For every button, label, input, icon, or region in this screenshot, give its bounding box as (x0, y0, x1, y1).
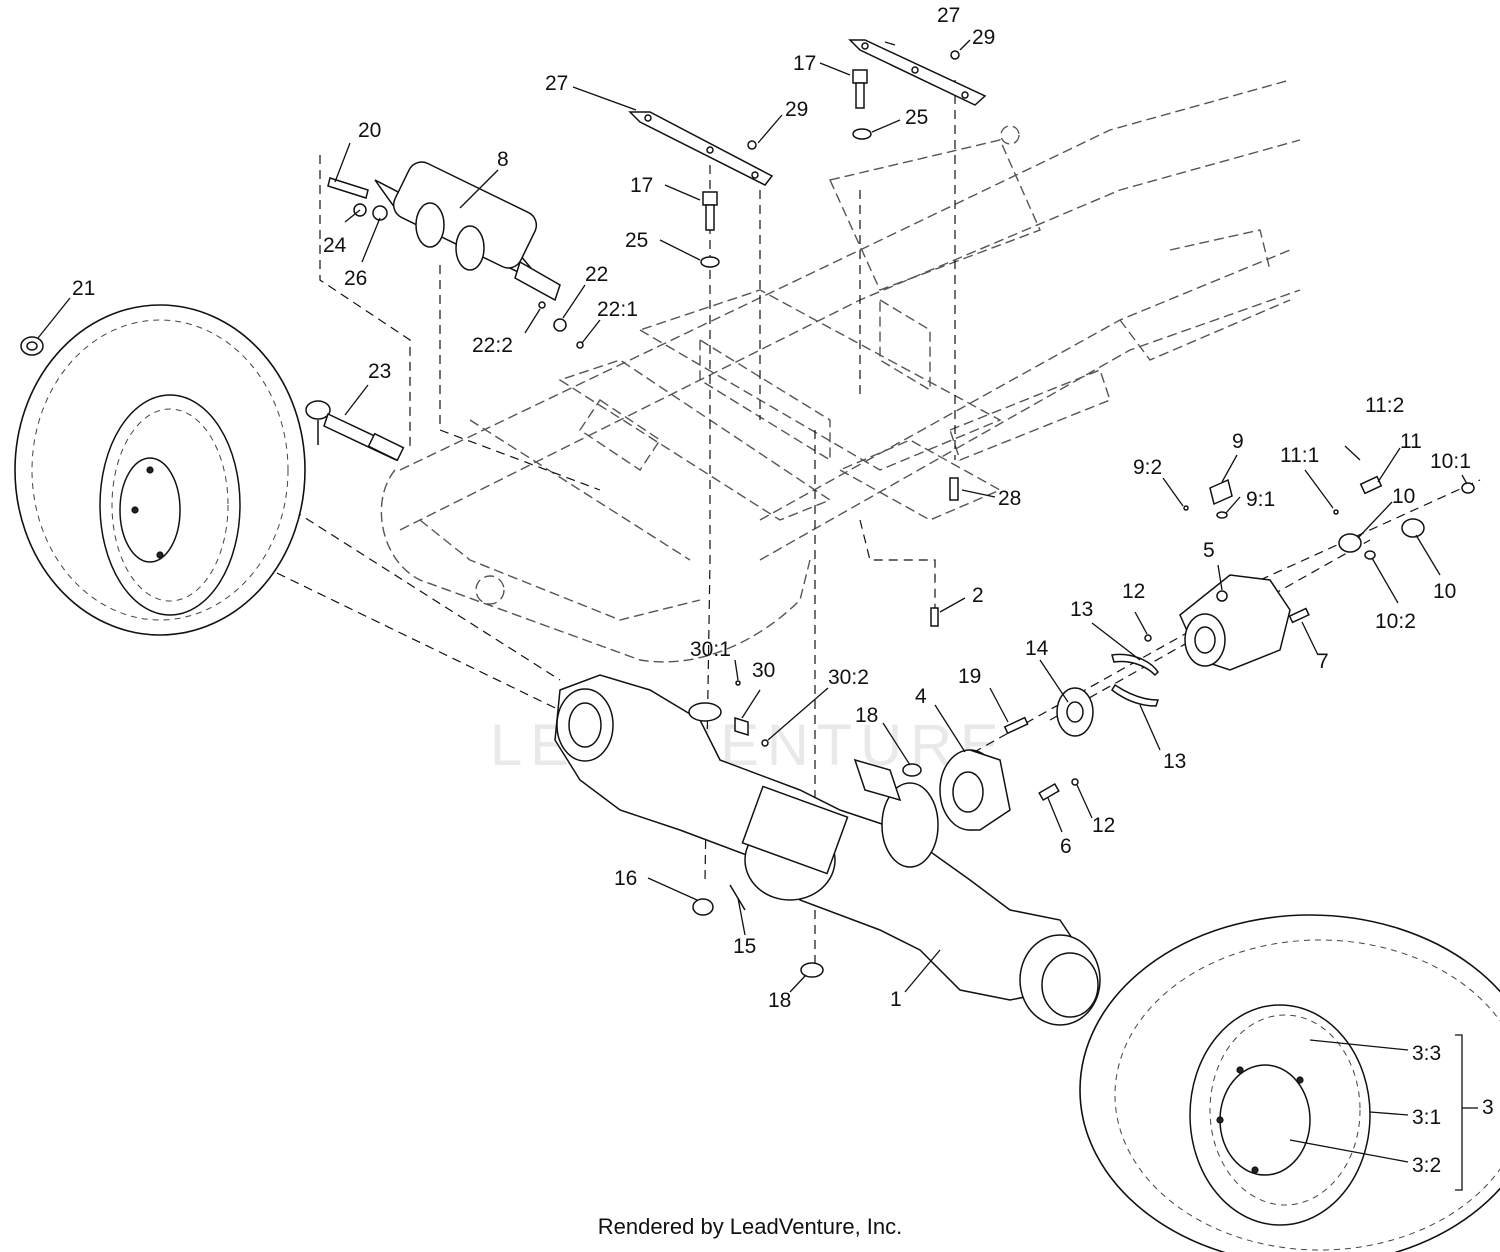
callout-30-1: 30:1 (690, 638, 731, 661)
callout-4: 4 (915, 685, 927, 708)
lug-nut-part (20, 336, 44, 356)
callout-30-2: 30:2 (828, 666, 869, 689)
chassis-frame (380, 79, 1301, 663)
callout-27-right: 27 (937, 4, 960, 27)
callout-1: 1 (890, 988, 902, 1011)
callout-30: 30 (752, 659, 775, 682)
callout-24: 24 (323, 234, 347, 257)
tie-rod-part (305, 400, 405, 462)
callout-10-top: 10 (1392, 485, 1415, 508)
callout-29-right: 29 (972, 26, 995, 49)
callout-8: 8 (497, 148, 509, 171)
steering-cylinder-part (327, 161, 561, 302)
mounting-brackets (628, 39, 987, 186)
callout-23: 23 (368, 360, 391, 383)
grease-fittings-part (538, 301, 584, 349)
callout-11: 11 (1400, 430, 1422, 453)
callout-22-2: 22:2 (472, 334, 513, 357)
callout-3-3: 3:3 (1412, 1042, 1441, 1065)
render-credit: Rendered by LeadVenture, Inc. (597, 1214, 903, 1239)
callout-29-left: 29 (785, 98, 808, 121)
callout-20: 20 (358, 119, 381, 142)
callout-3: 3 (1482, 1096, 1494, 1119)
small-hardware (692, 680, 824, 978)
callout-22: 22 (585, 263, 608, 286)
right-wheel (1079, 914, 1500, 1252)
callout-27-left: 27 (545, 72, 568, 95)
callout-26: 26 (344, 267, 367, 290)
callout-22-1: 22:1 (597, 298, 638, 321)
callout-10-2: 10:2 (1375, 610, 1416, 633)
hydraulic-fittings (1183, 475, 1475, 560)
callout-2: 2 (972, 584, 984, 607)
callout-18-bottom: 18 (768, 989, 791, 1012)
callout-5: 5 (1203, 539, 1215, 562)
callout-11-2: 11:2 (1365, 394, 1404, 417)
callout-12-top: 12 (1122, 580, 1145, 603)
callout-7: 7 (1317, 650, 1329, 673)
callout-15: 15 (733, 935, 756, 958)
callout-19: 19 (958, 665, 981, 688)
callout-18-top: 18 (855, 704, 878, 727)
callout-12-bottom: 12 (1092, 814, 1115, 837)
callout-10-bottom: 10 (1433, 580, 1456, 603)
callout-10-1: 10:1 (1430, 450, 1471, 473)
axle-assembly-part (554, 674, 1101, 1026)
callout-13-top: 13 (1070, 598, 1093, 621)
callout-9-2: 9:2 (1133, 456, 1162, 479)
callout-28: 28 (998, 487, 1021, 510)
callout-14: 14 (1025, 637, 1049, 660)
callout-16: 16 (614, 867, 637, 890)
hydraulic-motor-part (1179, 574, 1310, 671)
callout-3-2: 3:2 (1412, 1154, 1441, 1177)
callout-13-bottom: 13 (1163, 750, 1186, 773)
callout-21: 21 (72, 277, 95, 300)
callout-3-1: 3:1 (1412, 1106, 1441, 1129)
callout-9-1: 9:1 (1246, 488, 1275, 511)
callout-17-top: 17 (793, 52, 816, 75)
callout-6: 6 (1060, 835, 1072, 858)
callout-25-top: 25 (905, 106, 928, 129)
callout-17-left: 17 (630, 174, 653, 197)
callout-labels: 20 8 24 26 21 22 22:1 22:2 23 27 27 29 2… (72, 4, 1494, 1177)
leader-lines (37, 39, 1478, 1191)
left-wheel (14, 304, 306, 636)
callout-9: 9 (1232, 430, 1244, 453)
callout-25-left: 25 (625, 229, 648, 252)
bolts-and-washers (700, 50, 960, 627)
callout-11-1: 11:1 (1280, 444, 1319, 467)
